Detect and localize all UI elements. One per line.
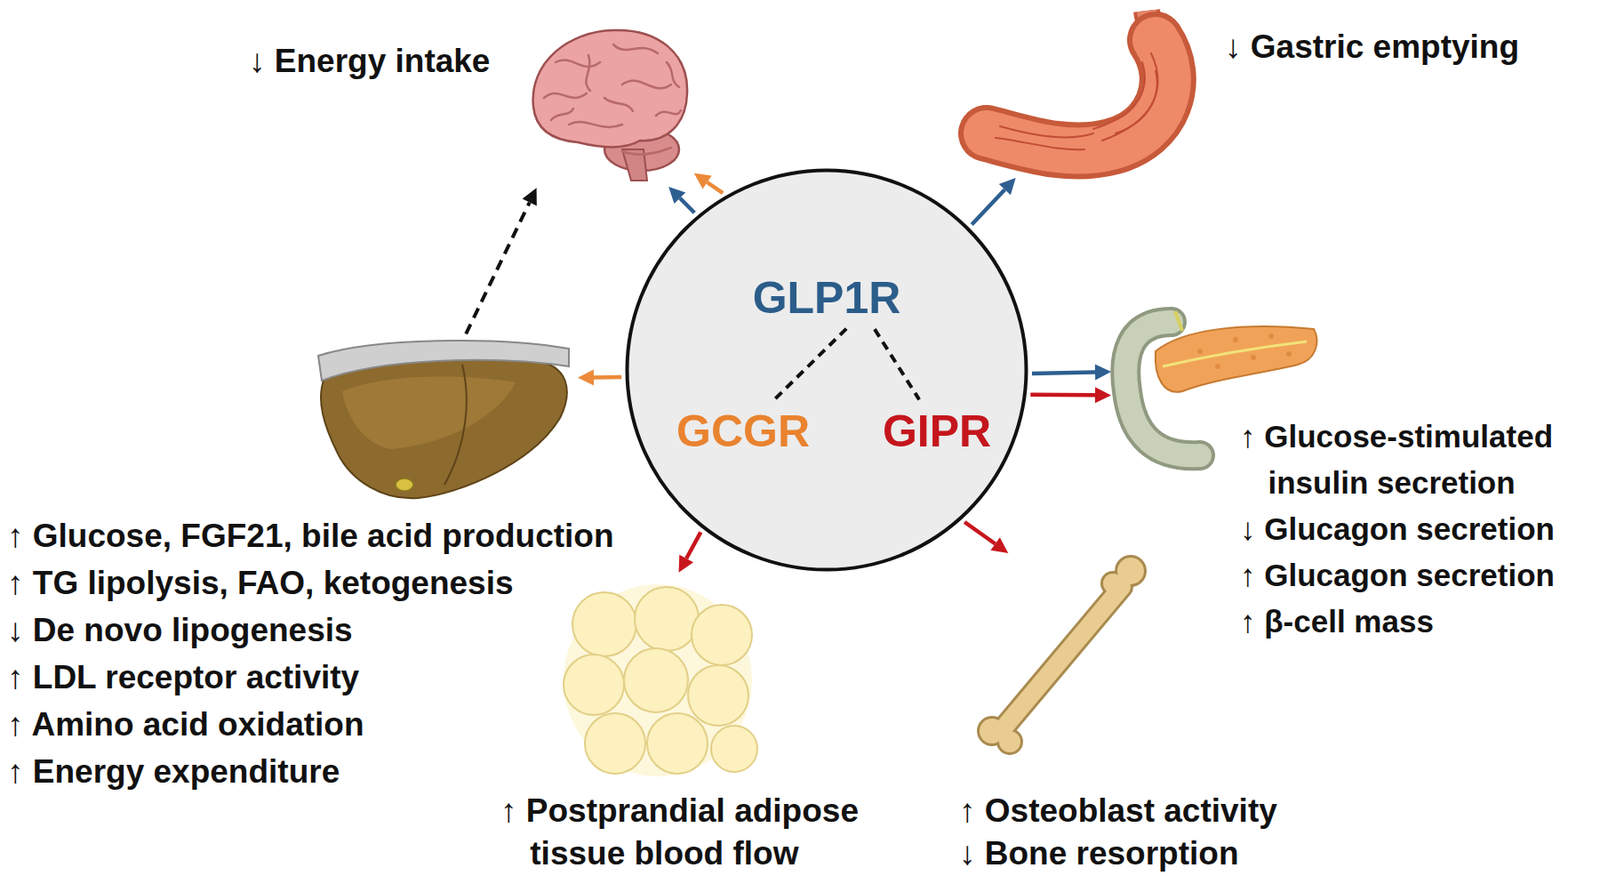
arrow-head — [668, 186, 686, 204]
effect-text: ↓ Energy intake — [248, 37, 516, 85]
receptor-arrow — [694, 173, 723, 193]
liver-illustration — [318, 340, 569, 498]
connector-line — [465, 202, 530, 335]
dashed-connector — [874, 328, 920, 400]
circle-shape — [627, 170, 1027, 570]
arrow-head — [522, 187, 537, 206]
effect-text: ↓ Bone resorption — [959, 832, 1333, 875]
receptor-arrow — [577, 369, 622, 386]
arrow-head — [577, 369, 594, 386]
arrow-head — [999, 177, 1016, 195]
effect-text: ↑ Amino acid oxidation — [7, 700, 665, 748]
effect-text: ↑ Glucagon secretion — [1240, 552, 1596, 599]
effect-text: ↑ Glucose, FGF21, bile acid production — [7, 512, 665, 560]
receptor-name: GCGR — [676, 406, 810, 458]
receptor-label: GLP1R — [747, 271, 907, 327]
receptor-circle: GLP1R GCGR GIPR — [624, 168, 1029, 572]
effect-list: ↑ Postprandial adipose tissue blood flow — [500, 789, 901, 875]
connector-line — [971, 189, 1005, 224]
bone-node: ↑ Osteoblast activity↓ Bone resorption — [979, 556, 1149, 751]
connector-line — [773, 328, 847, 401]
connector-line — [964, 521, 995, 544]
effect-list: ↑ Glucose-stimulated insulin secretion↓ … — [1240, 413, 1596, 645]
effect-list: ↓ Energy intake — [248, 37, 516, 85]
effect-text: ↑ Postprandial adipose tissue blood flow — [500, 789, 901, 875]
effect-list: ↑ Glucose, FGF21, bile acid production↑ … — [7, 512, 665, 795]
receptor-name: GIPR — [882, 406, 992, 458]
connector-line — [707, 182, 724, 193]
liver-node: ↑ Glucose, FGF21, bile acid production↑ … — [316, 336, 572, 501]
adipose-node: ↑ Postprandial adipose tissue blood flow — [560, 577, 756, 778]
effect-text: ↑ TG lipolysis, FAO, ketogenesis — [7, 559, 665, 607]
arrow-head — [679, 554, 695, 573]
receptor-arrow — [971, 177, 1016, 224]
brain-node: ↓ Energy intake — [524, 24, 689, 183]
effect-text: ↑ LDL receptor activity — [7, 653, 665, 701]
stomach-illustration — [986, 10, 1168, 152]
effect-text: ↓ Glucagon secretion — [1240, 505, 1596, 552]
connector-line — [1032, 371, 1096, 373]
bone-illustration — [976, 554, 1147, 755]
receptor-arrow — [668, 186, 695, 213]
connector-line — [686, 531, 701, 559]
receptor-arrow — [679, 531, 702, 572]
receptor-label: GCGR — [671, 404, 816, 460]
effect-list: ↑ Osteoblast activity↓ Bone resorption — [959, 789, 1333, 875]
effect-list: ↓ Gastric emptying — [1224, 23, 1581, 71]
effect-text: ↑ Energy expenditure — [7, 747, 665, 795]
effect-text: ↑ β-cell mass — [1240, 598, 1596, 645]
receptor-label: GIPR — [877, 404, 997, 460]
receptor-name: GLP1R — [752, 272, 902, 325]
stomach-node: ↓ Gastric emptying — [964, 8, 1187, 174]
circle-outline — [624, 168, 1029, 572]
connector-line — [874, 328, 920, 400]
adipose-illustration — [563, 584, 758, 776]
connector-line — [680, 198, 695, 214]
dashed-connector — [773, 328, 847, 401]
arrow-head — [990, 536, 1008, 553]
arrow-head — [1095, 386, 1112, 403]
effect-text: ↓ Gastric emptying — [1224, 23, 1581, 71]
pancreas-node: ↑ Glucose-stimulated insulin secretion↓ … — [1117, 302, 1320, 472]
effect-text: ↑ Osteoblast activity — [959, 789, 1333, 832]
effect-text: ↓ De novo lipogenesis — [7, 606, 665, 654]
arrow-head — [1095, 363, 1112, 380]
arrow-head — [694, 173, 712, 190]
receptor-arrow — [1032, 363, 1112, 380]
receptor-arrow — [964, 521, 1008, 553]
connector-line — [1030, 392, 1096, 397]
effect-text: ↑ Glucose-stimulated insulin secretion — [1240, 413, 1596, 506]
brain-illustration — [533, 30, 688, 181]
receptor-arrow — [1030, 386, 1112, 403]
connector-line — [593, 375, 622, 380]
dashed-connector — [465, 187, 537, 334]
